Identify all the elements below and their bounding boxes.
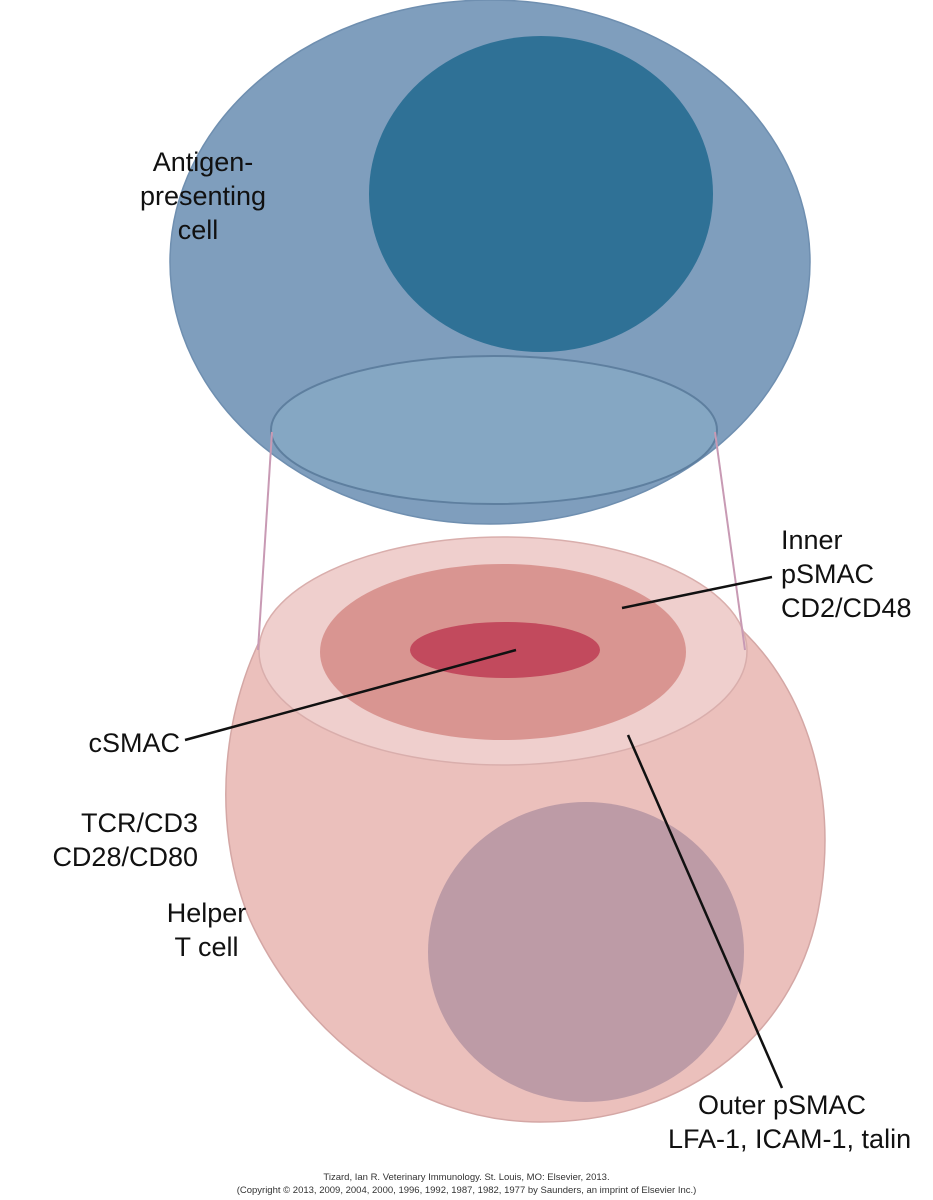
label-inner-psmac: Inner pSMAC CD2/CD48 [781, 523, 912, 625]
label-tcr-line-1: TCR/CD3 [80, 808, 198, 838]
label-outer-psmac-line-2: LFA-1, ICAM-1, talin [668, 1124, 912, 1154]
csmac-disc [410, 622, 600, 678]
label-apc-line-3: cell [177, 215, 219, 245]
label-helper-line-2: T cell [174, 932, 239, 962]
helper-t-cell-nucleus [428, 802, 744, 1102]
label-tcr-cd28: TCR/CD3 CD28/CD80 [0, 806, 198, 874]
label-outer-psmac-line-1: Outer pSMAC [698, 1090, 867, 1120]
leader-line-inner-psmac [621, 575, 773, 610]
label-antigen-presenting-cell: Antigen- presenting cell [128, 145, 278, 247]
leader-line-csmac [184, 648, 517, 742]
contact-area-disc [270, 355, 718, 505]
antigen-presenting-cell-nucleus [369, 36, 713, 352]
citation-line-1: Tizard, Ian R. Veterinary Immunology. St… [323, 1172, 610, 1183]
label-apc-line-1: Antigen- [152, 147, 254, 177]
label-inner-psmac-line-1: Inner [781, 525, 843, 555]
citation-line-2: (Copyright © 2013, 2009, 2004, 2000, 199… [236, 1185, 697, 1196]
label-csmac-text: cSMAC [88, 728, 180, 758]
label-outer-psmac: Outer pSMAC LFA-1, ICAM-1, talin [668, 1088, 911, 1156]
label-apc-line-2: presenting [139, 181, 267, 211]
label-helper-line-1: Helper [166, 898, 247, 928]
label-tcr-line-2: CD28/CD80 [52, 842, 198, 872]
connector-line-right [714, 431, 746, 651]
leader-line-outer-psmac [626, 734, 784, 1089]
connector-line-left [257, 431, 273, 651]
label-csmac: cSMAC [60, 726, 180, 760]
label-helper-t-cell: Helper T cell [144, 896, 269, 964]
label-inner-psmac-line-2: pSMAC [781, 559, 875, 589]
label-inner-psmac-line-3: CD2/CD48 [781, 593, 912, 623]
